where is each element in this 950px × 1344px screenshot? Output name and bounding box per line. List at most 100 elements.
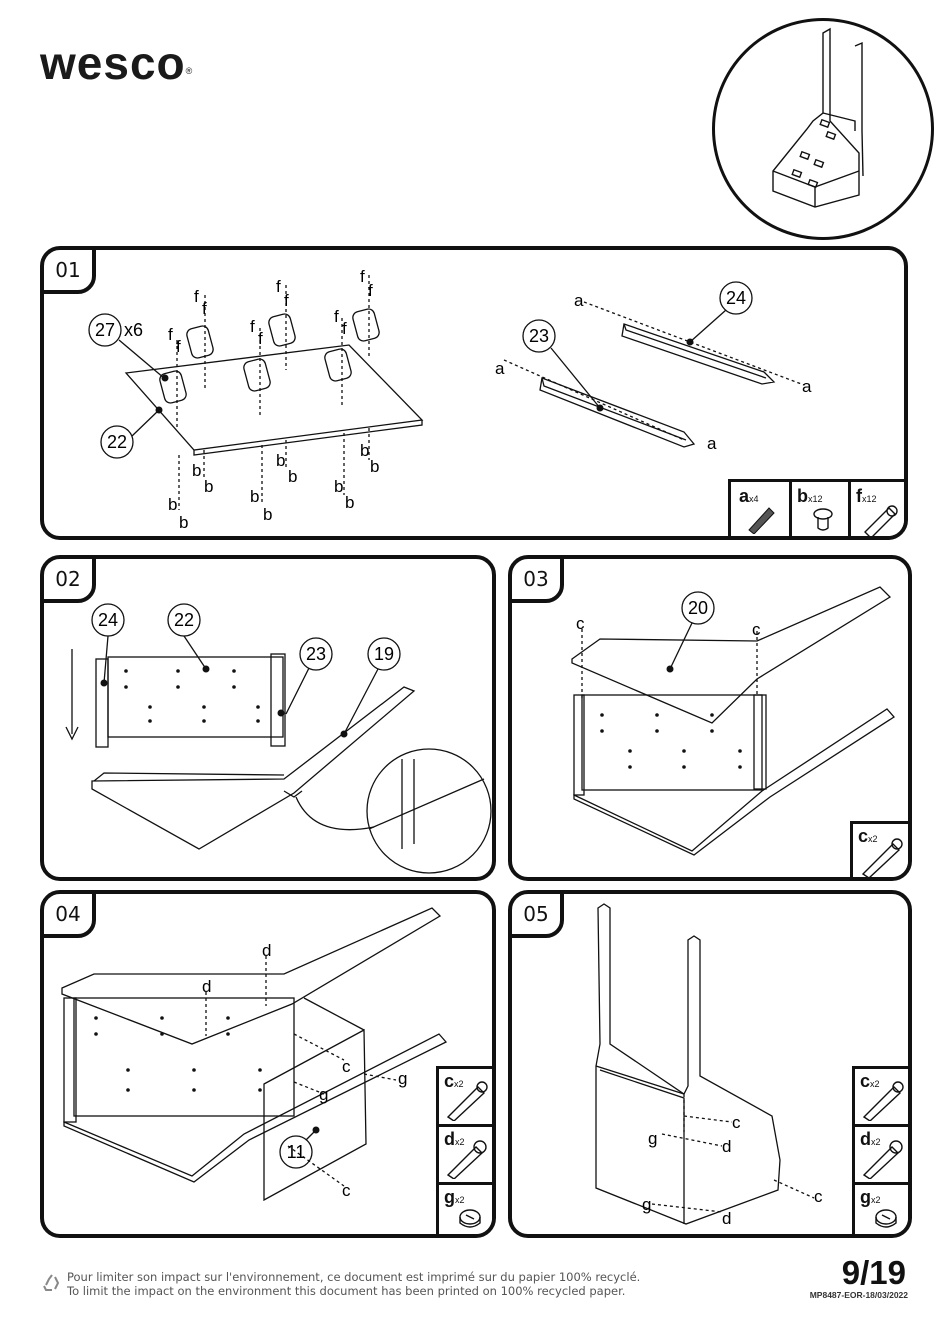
label-f: f (258, 329, 263, 348)
callout-22: 22 (174, 610, 194, 630)
label-c: c (752, 620, 761, 639)
cam-bolt-icon (861, 838, 903, 877)
label-g: g (398, 1069, 407, 1088)
callout-27-qty: x6 (124, 320, 143, 340)
callout-22: 22 (107, 432, 127, 452)
label-b: b (345, 493, 354, 512)
label-f: f (334, 307, 339, 326)
dowel-icon (862, 1140, 903, 1179)
step-01-panel: 01 (40, 246, 908, 540)
brand-logo: wesco® (40, 36, 193, 90)
step-04-drawing: 11 d d c g g c (61, 907, 448, 1202)
step-number: 02 (44, 559, 96, 603)
cam-bolt-icon (862, 1081, 904, 1121)
label-g: g (319, 1085, 328, 1104)
step-number: 01 (44, 250, 96, 294)
hardware-c: cx2 (858, 826, 878, 846)
callout-23: 23 (306, 644, 326, 664)
label-d: d (202, 977, 211, 996)
hardware-g: gx2 (860, 1187, 881, 1207)
environment-notice: Pour limiter son impact sur l'environnem… (67, 1270, 640, 1298)
notice-fr: Pour limiter son impact sur l'environnem… (67, 1270, 641, 1284)
callout-24: 24 (98, 610, 118, 630)
label-b: b (168, 495, 177, 514)
registered-mark: ® (185, 66, 194, 76)
label-c: c (732, 1113, 741, 1132)
label-b: b (360, 441, 369, 460)
label-d: d (722, 1209, 731, 1228)
label-a: a (495, 359, 505, 378)
label-d: d (722, 1137, 731, 1156)
cam-bolt-icon (446, 1081, 488, 1121)
label-c: c (576, 614, 585, 633)
callout-24: 24 (726, 288, 746, 308)
dowel-icon (446, 1140, 487, 1179)
hardware-box: ax4 bx12 fx12 (728, 479, 904, 536)
step-04-panel: 04 11 (40, 890, 496, 1238)
hardware-box: cx2 dx2 gx2 (852, 1066, 908, 1234)
step-number: 04 (44, 894, 96, 938)
step-number: 05 (512, 894, 564, 938)
label-g: g (642, 1195, 651, 1214)
label-b: b (263, 505, 272, 524)
label-b: b (288, 467, 297, 486)
label-b: b (276, 451, 285, 470)
hardware-f: fx12 (856, 486, 877, 506)
label-f: f (202, 299, 207, 318)
label-f: f (250, 317, 255, 336)
hardware-box: cx2 (850, 821, 908, 877)
logo-text: wesco (40, 37, 186, 89)
dowel-icon (864, 505, 898, 536)
label-f: f (194, 287, 199, 306)
label-a: a (707, 434, 717, 453)
label-g: g (648, 1129, 657, 1148)
cam-lock-icon (875, 1209, 897, 1228)
label-f: f (342, 319, 347, 338)
step-02-drawing: 24 22 23 19 (65, 603, 492, 874)
hardware-d: dx2 (444, 1129, 465, 1149)
label-b: b (250, 487, 259, 506)
step-01-drawing: 27 x6 22 23 24 f f f f f f f f f f f f b… (88, 267, 812, 532)
threaded-rod-icon (748, 507, 775, 534)
callout-19: 19 (374, 644, 394, 664)
label-f: f (276, 277, 281, 296)
recycle-icon (43, 1274, 60, 1291)
assembled-ladder-drawing (772, 27, 864, 208)
label-f: f (360, 267, 365, 286)
hardware-d: dx2 (860, 1129, 881, 1149)
label-c: c (342, 1057, 351, 1076)
step-number: 03 (512, 559, 564, 603)
callout-11: 11 (287, 1142, 306, 1162)
notice-en: To limit the impact on the environment t… (67, 1284, 626, 1298)
label-c: c (814, 1187, 823, 1206)
step-02-panel: 02 (40, 555, 496, 881)
label-b: b (179, 513, 188, 532)
label-f: f (284, 291, 289, 310)
label-a: a (574, 291, 584, 310)
page-number: 9/19 (841, 1254, 906, 1291)
callout-20: 20 (688, 598, 708, 618)
step-05-drawing: c g d c g d (595, 903, 823, 1228)
assembled-preview (712, 18, 934, 240)
hardware-g: gx2 (444, 1187, 465, 1207)
callout-23: 23 (529, 326, 549, 346)
label-b: b (334, 477, 343, 496)
hardware-c: cx2 (860, 1071, 880, 1091)
label-a: a (802, 377, 812, 396)
hardware-box: cx2 dx2 gx2 (436, 1066, 492, 1234)
label-f: f (176, 337, 181, 356)
hardware-c: cx2 (444, 1071, 464, 1091)
label-f: f (368, 281, 373, 300)
hardware-a: ax4 (739, 486, 759, 506)
step-03-drawing: 20 c c (571, 586, 895, 856)
step-05-panel: 05 c g d c g d cx2 dx (508, 890, 912, 1238)
barrel-nut-icon (813, 508, 833, 531)
document-reference: MP8487-EOR-18/03/2022 (809, 1290, 908, 1300)
cam-lock-icon (459, 1209, 481, 1228)
step-03-panel: 03 20 c c cx2 (508, 555, 912, 881)
label-d: d (262, 941, 271, 960)
label-f: f (168, 325, 173, 344)
hardware-b: bx12 (797, 486, 823, 506)
label-b: b (192, 461, 201, 480)
callout-27: 27 (95, 320, 115, 340)
